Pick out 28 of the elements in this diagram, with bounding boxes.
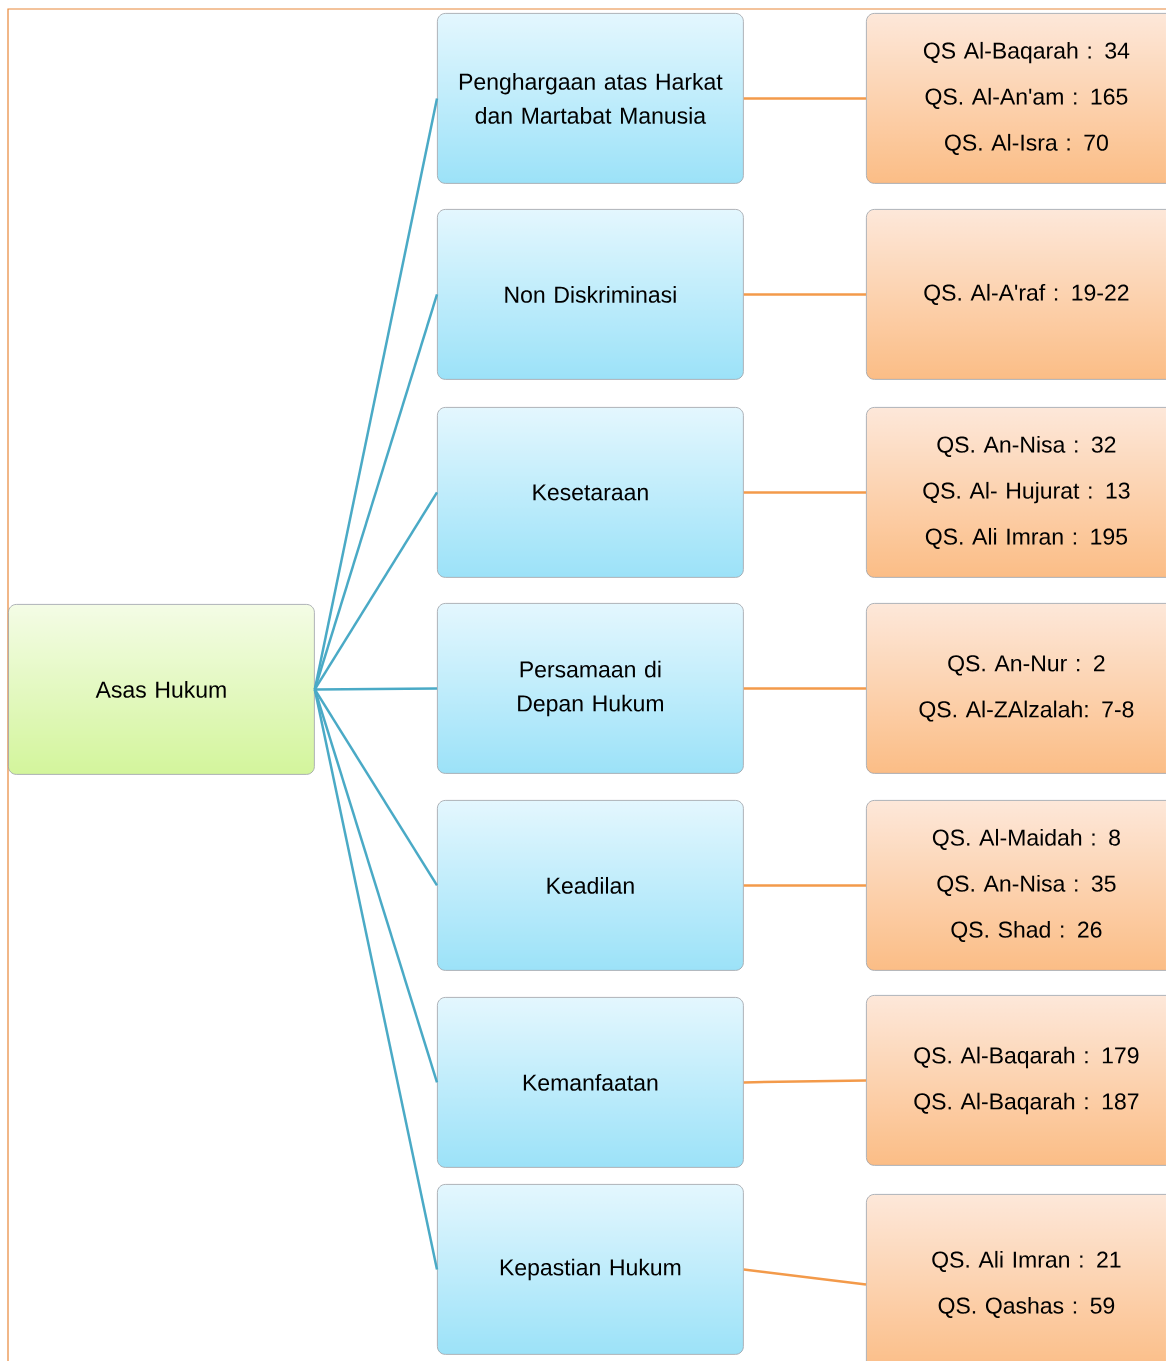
connector-line: [313, 689, 439, 1270]
reference-box: QS. Ali Imran : 21 QS. Qashas : 59: [866, 1194, 1166, 1361]
principle-box: Keadilan: [437, 800, 744, 971]
connector-line: [743, 884, 866, 887]
principle-box: Non Diskriminasi: [437, 209, 744, 380]
connector-line: [743, 97, 866, 100]
reference-box: QS. An-Nisa : 32 QS. Al- Hujurat : 13 QS. Ali Imran : 195: [866, 407, 1166, 578]
connector-line: [743, 491, 866, 494]
principle-box: Kesetaraan: [437, 407, 744, 578]
connector-line: [743, 1268, 867, 1286]
connector-line: [313, 294, 439, 690]
connector-line: [313, 688, 439, 887]
principle-box: Kemanfaatan: [437, 997, 744, 1168]
connector-line: [314, 687, 437, 691]
reference-box: QS. Al-A'raf : 19-22: [866, 209, 1166, 380]
reference-box: QS Al-Baqarah : 34 QS. Al-An'am : 165 QS. Al-Isra : 70: [866, 13, 1166, 184]
connector-line: [743, 293, 866, 296]
connector-line: [743, 1079, 867, 1084]
reference-box: QS. Al-Maidah : 8 QS. An-Nisa : 35 QS. Shad : 26: [866, 800, 1166, 971]
root-box: Asas Hukum: [8, 604, 315, 775]
reference-box: QS. Al-Baqarah : 179 QS. Al-Baqarah : 187: [866, 995, 1166, 1166]
connector-line: [313, 689, 439, 1083]
connector-line: [743, 687, 866, 690]
principle-box: Persamaan di Depan Hukum: [437, 603, 744, 774]
principle-box: Kepastian Hukum: [437, 1184, 744, 1355]
connector-line: [313, 491, 439, 691]
principle-box: Penghargaan atas Harkat dan Martabat Manusia: [437, 13, 744, 184]
reference-box: QS. An-Nur : 2 QS. Al-ZAlzalah: 7-8: [866, 603, 1166, 774]
